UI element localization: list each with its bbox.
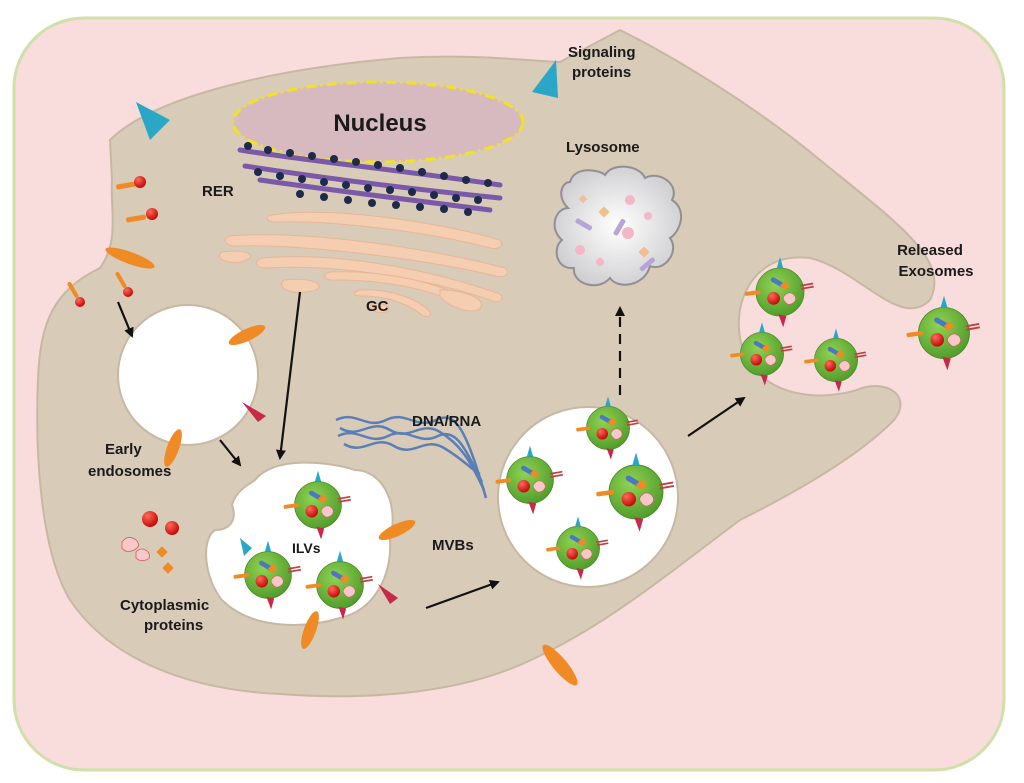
nucleus xyxy=(231,80,525,164)
label-early-endosomes-line2: endosomes xyxy=(88,463,171,480)
label-released-exosomes-line1: Released xyxy=(897,242,963,259)
label-mvbs: MVBs xyxy=(432,537,474,554)
label-signaling-proteins-line2: proteins xyxy=(572,64,631,81)
orange-protein xyxy=(301,611,319,649)
red-protein xyxy=(378,584,398,604)
label-released-exosomes-line2: Exosomes xyxy=(898,263,973,280)
label-gc: GC xyxy=(366,298,389,315)
label-cytoplasmic-proteins-line2: proteins xyxy=(144,617,203,634)
label-dna-rna: DNA/RNA xyxy=(412,413,481,430)
membrane-proteins xyxy=(67,176,578,686)
early-endosome xyxy=(117,304,259,446)
label-rer: RER xyxy=(202,183,234,200)
orange-protein xyxy=(228,324,266,346)
dna-rna-strands xyxy=(335,415,488,499)
label-ilvs: ILVs xyxy=(292,540,321,556)
cytoplasmic-proteins xyxy=(121,511,179,574)
rough-endoplasmic-reticulum xyxy=(237,142,503,216)
orange-protein xyxy=(378,519,416,541)
orange-protein xyxy=(164,429,182,467)
pathway-arrows xyxy=(116,291,746,610)
lysosome xyxy=(553,165,683,287)
label-signaling-proteins-line1: Signaling xyxy=(568,44,636,61)
label-nucleus: Nucleus xyxy=(333,110,426,137)
label-lysosome: Lysosome xyxy=(566,139,640,156)
signaling-protein xyxy=(136,102,170,140)
label-early-endosomes-line1: Early xyxy=(105,441,142,458)
signaling-protein xyxy=(240,538,252,556)
red-protein xyxy=(242,402,266,422)
golgi-complex xyxy=(218,211,509,317)
multivesicular-body xyxy=(497,406,679,588)
signaling-protein xyxy=(532,60,558,98)
label-cytoplasmic-proteins-line1: Cytoplasmic xyxy=(120,597,209,614)
